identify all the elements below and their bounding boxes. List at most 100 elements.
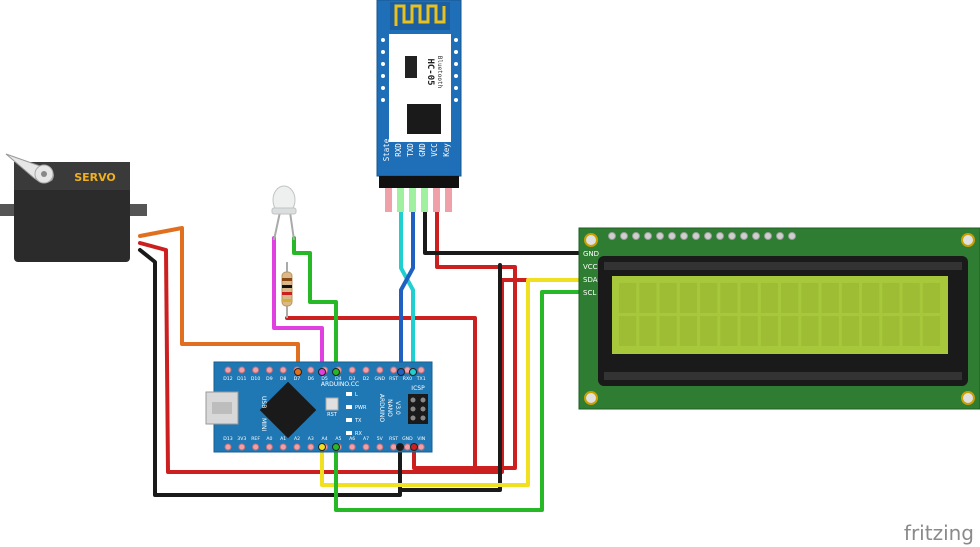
wire-black-servo-gnd: [138, 248, 402, 497]
antenna-trace: [394, 4, 446, 26]
bt-pin-state: State: [382, 138, 391, 161]
nano-bottom-pin-label: A6: [349, 436, 355, 442]
servo-motor: SERVO: [0, 153, 147, 262]
nano-top-pin-label: D4: [335, 376, 342, 382]
lcd-char-cell: [882, 316, 900, 346]
nano-bottom-pin-label: 5V: [377, 436, 384, 442]
lcd-char-cell: [639, 283, 657, 313]
bt-pin-key: Key: [442, 143, 451, 157]
bluetooth-module: HC-05 Bluetooth State RXD TXD GND VCC Ke…: [376, 0, 462, 212]
lcd-char-cell: [659, 316, 677, 346]
nano-bottom-pin-pad: [252, 443, 260, 451]
nano-bottom-pin-pad: [348, 443, 356, 451]
lcd-char-cell: [841, 283, 860, 313]
nano-top-pin-pad: [238, 366, 246, 374]
lcd-char-cell: [679, 283, 698, 313]
nano-top-pin-pad: [376, 366, 384, 374]
lcd-char-cell: [821, 283, 839, 313]
lcd-char-cell: [781, 283, 799, 313]
nano-top-pin-pad: [348, 366, 356, 374]
nano-bottom-pin-pad: [403, 443, 411, 451]
usb-label: USB: [260, 396, 267, 408]
nano-top-pin-label: D2: [363, 376, 370, 382]
lcd-char-cell: [619, 316, 637, 346]
lcd-char-cell: [679, 316, 698, 346]
reset-button: [325, 397, 339, 411]
lcd-char-cell: [841, 316, 860, 346]
nano-bottom-pin-pad: [307, 443, 315, 451]
nano-bottom-pin-pad: [238, 443, 246, 451]
nano-top-pin-pad: [417, 366, 425, 374]
fritzing-watermark: fritzing: [904, 521, 974, 545]
lcd-char-cell: [720, 283, 738, 313]
lcd-mount-hole: [961, 233, 975, 247]
resistor: [281, 262, 293, 318]
wire-black-lcd-gnd: [423, 206, 582, 255]
bt-pin-txd: TXD: [406, 143, 415, 157]
lcd-char-cell: [862, 316, 880, 346]
arduino-nano: ICSP USB MINI RST L PWR TX RX ARDUINO.CC…: [205, 361, 433, 453]
nano-top-pin-label: RST: [389, 376, 398, 382]
arduino-model-line-3: V3.0: [394, 401, 401, 415]
icsp-header: [408, 394, 428, 424]
lcd-char-cell: [902, 316, 920, 346]
nano-bottom-pin-label: A7: [363, 436, 369, 442]
wire-red-lcd-vcc: [412, 206, 517, 470]
nano-top-pin-label: D12: [223, 376, 232, 382]
arduino-cc-label: ARDUINO.CC: [321, 381, 359, 388]
nano-top-pin-pad: [265, 366, 273, 374]
lcd-top-pads: [608, 232, 796, 240]
nano-bottom-pin-pad: [265, 443, 273, 451]
lcd-char-cell: [862, 283, 880, 313]
bt-pin-gnd: GND: [418, 143, 427, 157]
led-label-tx: TX: [354, 418, 362, 424]
servo-label: SERVO: [74, 171, 116, 184]
nano-top-pin-label: D8: [280, 376, 287, 382]
lcd-char-cell: [619, 283, 637, 313]
nano-top-pin-label: D7: [294, 376, 301, 382]
rst-label: RST: [327, 412, 338, 418]
nano-top-pin-label: RX0: [403, 376, 412, 382]
nano-top-pin-pad: [307, 366, 315, 374]
lcd-char-cell: [700, 283, 718, 313]
nano-bottom-pin-pad: [293, 443, 301, 451]
nano-bottom-pin-pad: [390, 443, 398, 451]
lcd-char-cell: [801, 316, 819, 346]
lcd-mount-hole: [961, 391, 975, 405]
lcd-char-cell: [781, 316, 799, 346]
nano-top-pin-label: D6: [308, 376, 315, 382]
nano-bottom-pin-label: A2: [294, 436, 300, 442]
lcd-char-cell: [922, 316, 941, 346]
wire-green-scl: [334, 290, 582, 512]
nano-bottom-pin-label: A0: [266, 436, 272, 442]
bt-model-label: HC-05: [425, 58, 435, 85]
nano-bottom-pin-label: D13: [223, 436, 232, 442]
bt-pin-vcc: VCC: [430, 143, 439, 157]
wire-yellow-sda: [320, 278, 582, 487]
bt-subtitle-label: Bluetooth: [436, 56, 443, 89]
led-label-pwr: PWR: [355, 405, 367, 411]
nano-top-pin-label: D3: [349, 376, 356, 382]
nano-bottom-pin-label: RST: [389, 436, 398, 442]
lcd-char-cell: [740, 316, 758, 346]
nano-top-pin-label: TX1: [416, 376, 426, 382]
lcd-char-cell: [760, 283, 779, 313]
nano-bottom-pin-label: A5: [335, 436, 341, 442]
lcd-pin-vcc: VCC: [583, 263, 598, 271]
lcd-character-grid: [619, 283, 941, 346]
nano-bottom-pin-label: 3V3: [237, 436, 246, 442]
nano-bottom-pin-label: A3: [308, 436, 314, 442]
lcd-char-cell: [801, 283, 819, 313]
nano-bottom-pin-pad: [417, 443, 425, 451]
lcd-char-cell: [720, 316, 738, 346]
lcd-char-cell: [639, 316, 657, 346]
lcd-char-cell: [821, 316, 839, 346]
lcd-module: GND VCC SDA SCL: [578, 227, 980, 410]
led: [271, 185, 297, 241]
arduino-model-line-1: ARDUINO: [378, 394, 385, 423]
wire-black-bt-gnd: [400, 263, 502, 492]
lcd-pin-scl: SCL: [583, 289, 596, 297]
wire-blue-rxd: [399, 206, 415, 374]
nano-bottom-pin-label: A4: [322, 436, 328, 442]
